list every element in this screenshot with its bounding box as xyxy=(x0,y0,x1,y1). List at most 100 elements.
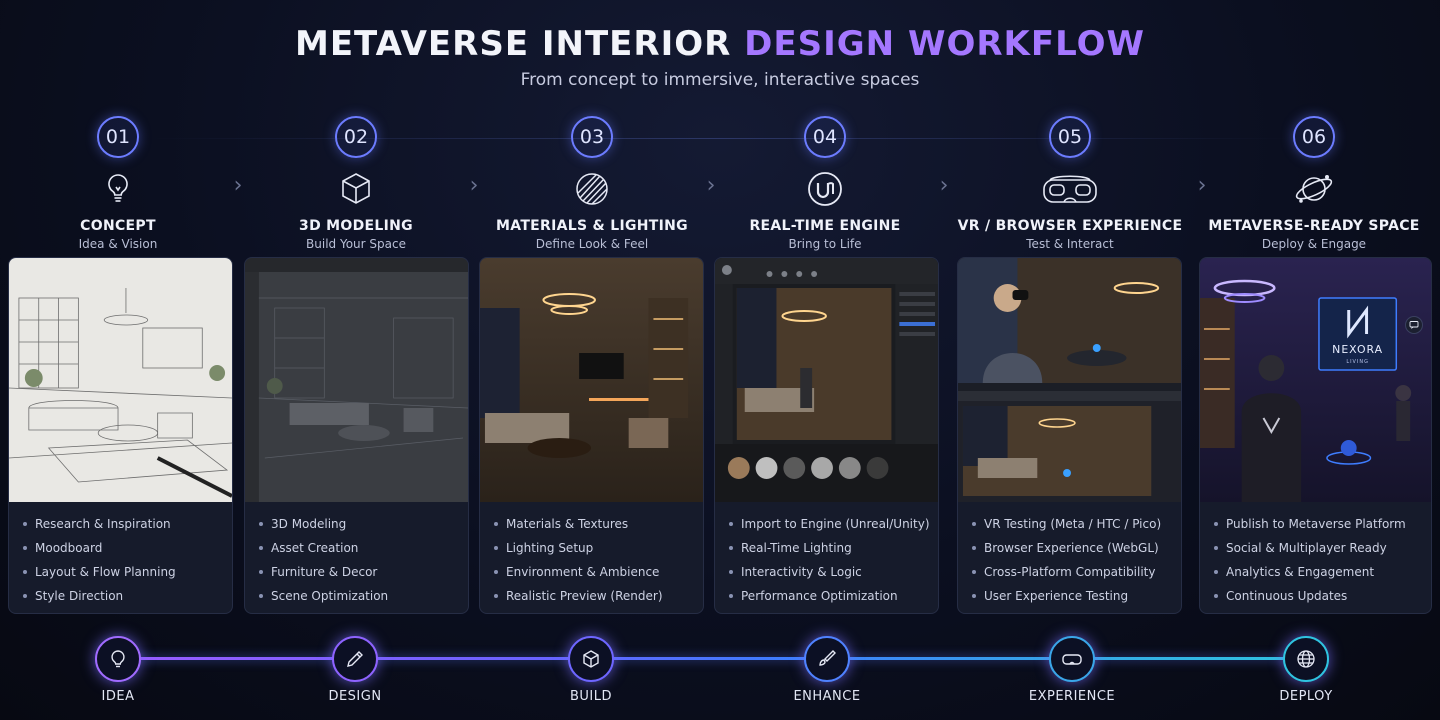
list-item: Import to Engine (Unreal/Unity) xyxy=(729,512,938,536)
timeline-label-deploy: DEPLOY xyxy=(1279,689,1333,704)
materials-lighting-bullets: Materials & Textures Lighting Setup Envi… xyxy=(480,502,703,608)
vr-browser-bullets: VR Testing (Meta / HTC / Pico) Browser E… xyxy=(958,502,1181,608)
timeline-node-build xyxy=(568,636,614,682)
chevron-right-icon: › xyxy=(1197,173,1207,198)
vr-browser-experience-image xyxy=(958,258,1181,502)
list-item: Publish to Metaverse Platform xyxy=(1214,512,1431,536)
list-item: Asset Creation xyxy=(259,536,468,560)
list-item: Interactivity & Logic xyxy=(729,560,938,584)
step-title: METAVERSE-READY SPACE xyxy=(1208,218,1420,234)
list-item: Moodboard xyxy=(23,536,232,560)
list-item: Analytics & Engagement xyxy=(1214,560,1431,584)
step-metaverse-ready: 06 METAVERSE-READY SPACE Deploy & Engage xyxy=(1194,116,1434,251)
step-subtitle: Idea & Vision xyxy=(78,237,158,251)
timeline-label-enhance: ENHANCE xyxy=(793,689,861,704)
timeline-label-build: BUILD xyxy=(569,689,613,704)
list-item: Style Direction xyxy=(23,584,232,608)
nexora-logo-text: NEXORA xyxy=(1332,343,1383,356)
step-title: MATERIALS & LIGHTING xyxy=(496,218,688,234)
title-part-2: DESIGN WORKFLOW xyxy=(744,24,1145,64)
timeline-node-idea xyxy=(95,636,141,682)
page-subtitle: From concept to immersive, interactive s… xyxy=(520,70,920,90)
brush-icon xyxy=(819,650,836,666)
step-subtitle: Bring to Life xyxy=(788,237,862,251)
real-time-engine-bullets: Import to Engine (Unreal/Unity) Real-Tim… xyxy=(715,502,938,608)
planet-icon xyxy=(1295,175,1333,203)
chevron-right-icon: › xyxy=(233,173,243,198)
timeline-node-enhance xyxy=(804,636,850,682)
list-item: Environment & Ambience xyxy=(494,560,703,584)
list-item: Cross-Platform Compatibility xyxy=(972,560,1181,584)
3d-modeling-bullets: 3D Modeling Asset Creation Furniture & D… xyxy=(245,502,468,608)
vr-headset-icon xyxy=(1062,654,1082,665)
card-concept: Research & Inspiration Moodboard Layout … xyxy=(8,257,233,614)
list-item: Realistic Preview (Render) xyxy=(494,584,703,608)
list-item: Social & Multiplayer Ready xyxy=(1214,536,1431,560)
metaverse-ready-bullets: Publish to Metaverse Platform Social & M… xyxy=(1200,502,1431,608)
step-subtitle: Deploy & Engage xyxy=(1261,237,1367,251)
step-number: 06 xyxy=(1293,116,1335,158)
step-real-time-engine: 04 REAL-TIME ENGINE Bring to Life xyxy=(705,116,945,251)
step-number: 05 xyxy=(1049,116,1091,158)
timeline-line xyxy=(118,657,1306,660)
card-vr-browser: VR Testing (Meta / HTC / Pico) Browser E… xyxy=(957,257,1182,614)
step-title: CONCEPT xyxy=(80,218,156,234)
metaverse-space-image: NEXORA LIVING xyxy=(1200,258,1431,502)
card-metaverse-ready: NEXORA LIVING Publish to Metaverse Platf… xyxy=(1199,257,1432,614)
title-part-1: METAVERSE INTERIOR xyxy=(295,24,732,64)
nexora-tagline-text: LIVING xyxy=(1346,359,1369,365)
step-number: 04 xyxy=(804,116,846,158)
chevron-right-icon: › xyxy=(469,173,479,198)
step-number: 02 xyxy=(335,116,377,158)
step-title: VR / BROWSER EXPERIENCE xyxy=(957,218,1183,234)
step-title: 3D MODELING xyxy=(299,218,413,234)
engine-editor-image xyxy=(715,258,938,502)
timeline-label-design: DESIGN xyxy=(328,689,382,704)
card-real-time-engine: Import to Engine (Unreal/Unity) Real-Tim… xyxy=(714,257,939,614)
chat-bubble-icon[interactable] xyxy=(1405,316,1423,334)
list-item: Furniture & Decor xyxy=(259,560,468,584)
steps-connector-line xyxy=(150,138,1290,139)
list-item: Real-Time Lighting xyxy=(729,536,938,560)
step-vr-browser: 05 VR / BROWSER EXPERIENCE Test & Intera… xyxy=(950,116,1190,251)
timeline-node-deploy xyxy=(1283,636,1329,682)
list-item: Materials & Textures xyxy=(494,512,703,536)
concept-sketch-image xyxy=(9,258,232,502)
list-item: Scene Optimization xyxy=(259,584,468,608)
step-subtitle: Build Your Space xyxy=(306,237,406,251)
chevron-right-icon: › xyxy=(706,173,716,198)
lightbulb-icon xyxy=(108,174,128,202)
timeline-label-idea: IDEA xyxy=(101,689,135,704)
card-materials-lighting: Materials & Textures Lighting Setup Envi… xyxy=(479,257,704,614)
timeline-node-experience xyxy=(1049,636,1095,682)
list-item: 3D Modeling xyxy=(259,512,468,536)
list-item: VR Testing (Meta / HTC / Pico) xyxy=(972,512,1181,536)
step-number: 03 xyxy=(571,116,613,158)
cube-icon xyxy=(583,650,599,668)
step-3d-modeling: 02 3D MODELING Build Your Space xyxy=(236,116,476,251)
concept-bullets: Research & Inspiration Moodboard Layout … xyxy=(9,502,232,608)
chevron-right-icon: › xyxy=(939,173,949,198)
list-item: Continuous Updates xyxy=(1214,584,1431,608)
material-sphere-icon xyxy=(576,173,608,205)
cube-icon xyxy=(342,173,370,204)
step-subtitle: Test & Interact xyxy=(1026,237,1114,251)
list-item: User Experience Testing xyxy=(972,584,1181,608)
pencil-icon xyxy=(347,651,363,667)
unreal-engine-icon xyxy=(808,172,842,206)
list-item: Research & Inspiration xyxy=(23,512,232,536)
card-3d-modeling: 3D Modeling Asset Creation Furniture & D… xyxy=(244,257,469,614)
list-item: Lighting Setup xyxy=(494,536,703,560)
step-materials-lighting: 03 MATERIALS & LIGHTING Define Look & Fe… xyxy=(472,116,712,251)
lightbulb-icon xyxy=(111,650,125,668)
step-title: REAL-TIME ENGINE xyxy=(749,218,901,234)
timeline-node-design xyxy=(332,636,378,682)
step-number: 01 xyxy=(97,116,139,158)
vr-headset-icon xyxy=(1043,175,1097,203)
materials-lighting-render-image xyxy=(480,258,703,502)
step-subtitle: Define Look & Feel xyxy=(535,237,649,251)
3d-modeling-viewport-image xyxy=(245,258,468,502)
page-title: METAVERSE INTERIOR DESIGN WORKFLOW xyxy=(0,24,1440,64)
step-concept: 01 CONCEPT Idea & Vision xyxy=(0,116,238,251)
timeline-label-experience: EXPERIENCE xyxy=(1028,689,1116,704)
